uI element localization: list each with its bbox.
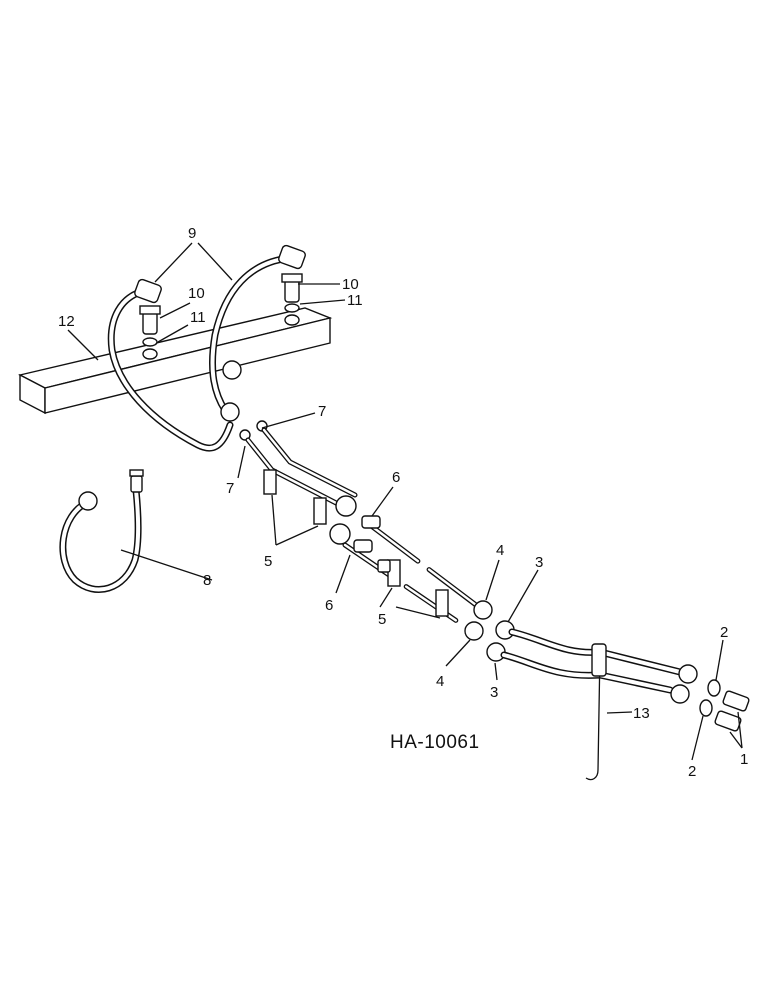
leader-lines — [67, 242, 743, 761]
callout-11-right: 11 — [347, 292, 363, 309]
drawing-code: HA-10061 — [390, 732, 480, 753]
callout-9: 9 — [188, 225, 196, 242]
elbow-fitting-10 — [139, 273, 303, 335]
connector-6 — [329, 495, 391, 573]
callout-7-top: 7 — [318, 403, 326, 420]
callout-6-top: 6 — [392, 469, 400, 486]
callout-3-top: 3 — [535, 554, 543, 571]
callout-2-top: 2 — [720, 624, 728, 641]
clamp-5 — [263, 469, 449, 617]
steel-tubes — [245, 427, 483, 633]
callout-13: 13 — [633, 705, 650, 722]
callout-4-top: 4 — [496, 542, 504, 559]
callout-2-bottom: 2 — [688, 763, 696, 780]
callout-3-bottom: 3 — [490, 684, 498, 701]
callout-6-bottom: 6 — [325, 597, 333, 614]
adapter-1 — [714, 690, 750, 732]
crossbar-12 — [18, 307, 333, 415]
callout-5-right: 5 — [378, 611, 386, 628]
loose-hose-8 — [59, 469, 144, 593]
callout-4-bottom: 4 — [436, 673, 444, 690]
callout-labels: 9 10 11 10 11 12 7 7 6 5 6 5 4 3 4 3 8 1… — [58, 225, 748, 780]
o-ring-2 — [699, 679, 721, 717]
support-rod-13 — [585, 643, 607, 781]
callout-5-left: 5 — [264, 553, 272, 570]
callout-7-bottom: 7 — [226, 480, 234, 497]
callout-11-left: 11 — [190, 309, 206, 326]
callout-1: 1 — [740, 751, 748, 768]
bent-hose-9 — [107, 244, 306, 452]
callout-8: 8 — [203, 572, 211, 589]
callout-10-left: 10 — [188, 285, 205, 302]
fitting-4 — [464, 600, 493, 641]
callout-12: 12 — [58, 313, 75, 330]
callout-10-right: 10 — [342, 276, 359, 293]
o-ring-11 — [142, 303, 300, 360]
